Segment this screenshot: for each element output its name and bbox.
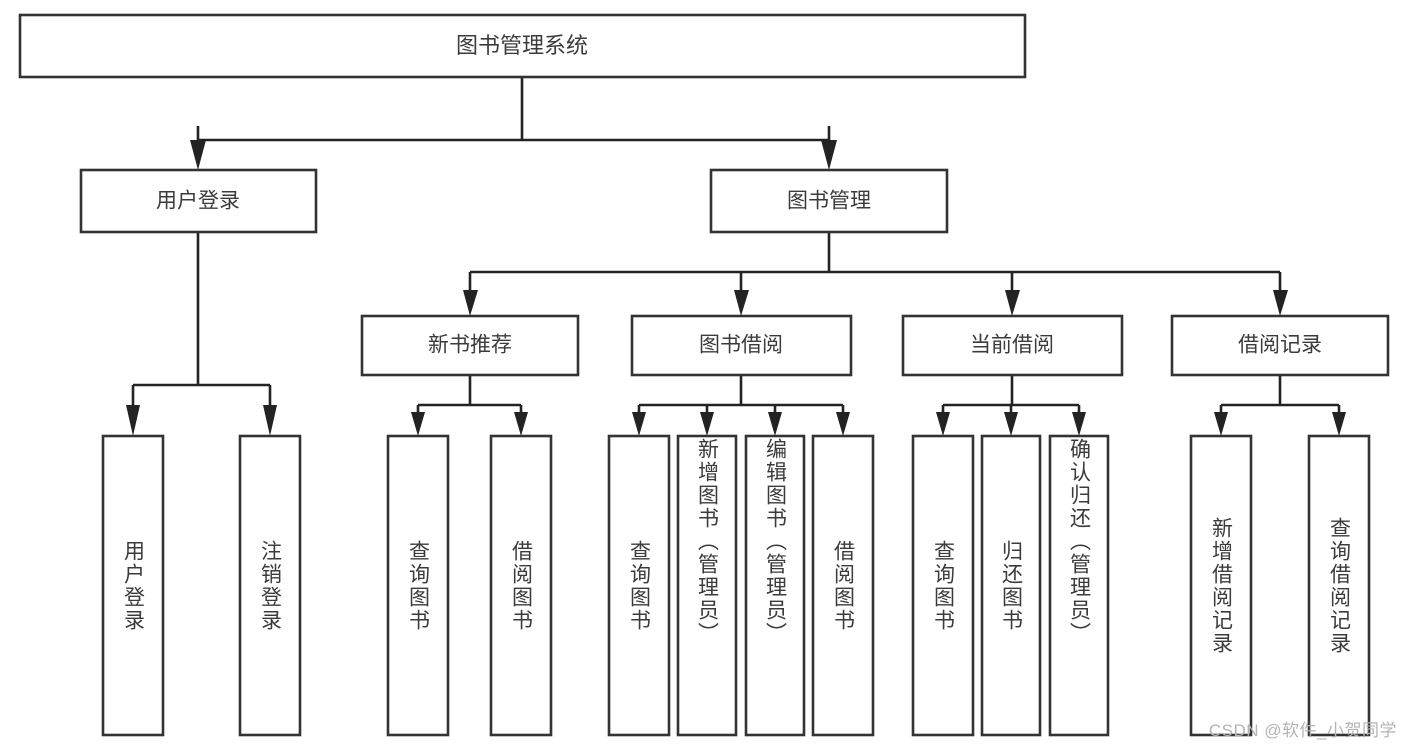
arrow-to-leaf-query-record (1332, 412, 1346, 436)
node-book-borrow-label: 图书借阅 (699, 334, 783, 357)
node-leaf-query-record[interactable] (1307, 434, 1371, 737)
arrow-to-new-book-rec (463, 290, 478, 316)
node-user-login[interactable] (79, 168, 318, 234)
node-root[interactable] (18, 13, 1027, 79)
node-leaf-borrow-book-2[interactable] (811, 434, 875, 737)
arrow-to-user-login (190, 140, 206, 170)
node-book-borrow[interactable] (630, 314, 853, 377)
node-leaf-confirm-return[interactable] (1048, 434, 1110, 737)
arrow-to-leaf-user-logout (263, 405, 277, 436)
node-leaf-edit-book[interactable] (744, 434, 806, 737)
connector-layer (126, 77, 1346, 436)
arrow-to-leaf-query-book-2 (632, 412, 646, 436)
arrow-to-leaf-borrow-book-2 (836, 412, 850, 436)
arrow-to-leaf-edit-book (768, 412, 782, 436)
arrow-to-leaf-confirm-return (1072, 412, 1086, 436)
arrow-to-leaf-query-book-3 (936, 412, 950, 436)
node-root-label: 图书管理系统 (456, 33, 588, 58)
node-user-login-label: 用户登录 (156, 190, 240, 213)
node-leaf-user-login[interactable] (101, 434, 165, 737)
node-leaf-add-book[interactable] (676, 434, 738, 737)
arrow-to-current-borrow (1005, 290, 1020, 316)
node-leaf-query-book-3[interactable] (911, 434, 975, 737)
node-leaf-query-book-2[interactable] (607, 434, 671, 737)
node-layer: 图书管理系统 用户登录 图书管理 新书推荐 图书借阅 当前借阅 借阅记录 (18, 13, 1390, 737)
node-book-manage[interactable] (709, 168, 949, 234)
node-leaf-borrow-book-1[interactable] (489, 434, 553, 737)
node-book-manage-label: 图书管理 (787, 190, 871, 213)
node-leaf-user-logout[interactable] (238, 434, 302, 737)
arrow-to-leaf-borrow-book-1 (514, 412, 528, 436)
arrow-to-leaf-return-book (1004, 412, 1018, 436)
arrow-to-book-borrow (734, 290, 749, 316)
node-borrow-record[interactable] (1170, 314, 1390, 377)
csdn-watermark: CSDN @软件_小贺同学 (1208, 721, 1397, 740)
arrow-to-leaf-add-book (700, 412, 714, 436)
node-current-borrow[interactable] (901, 314, 1124, 377)
node-borrow-record-label: 借阅记录 (1238, 334, 1322, 357)
node-leaf-query-book-1[interactable] (386, 434, 450, 737)
node-new-book-rec-label: 新书推荐 (428, 334, 512, 357)
node-leaf-return-book[interactable] (980, 434, 1042, 737)
node-leaf-add-record[interactable] (1189, 434, 1253, 737)
arrow-to-book-manage (821, 140, 837, 170)
arrow-to-borrow-record (1273, 290, 1288, 316)
arrow-to-leaf-add-record (1214, 412, 1228, 436)
arrow-to-leaf-query-book-1 (411, 412, 425, 436)
node-current-borrow-label: 当前借阅 (970, 334, 1054, 357)
node-new-book-rec[interactable] (360, 314, 580, 377)
arrow-to-leaf-user-login (126, 405, 140, 436)
